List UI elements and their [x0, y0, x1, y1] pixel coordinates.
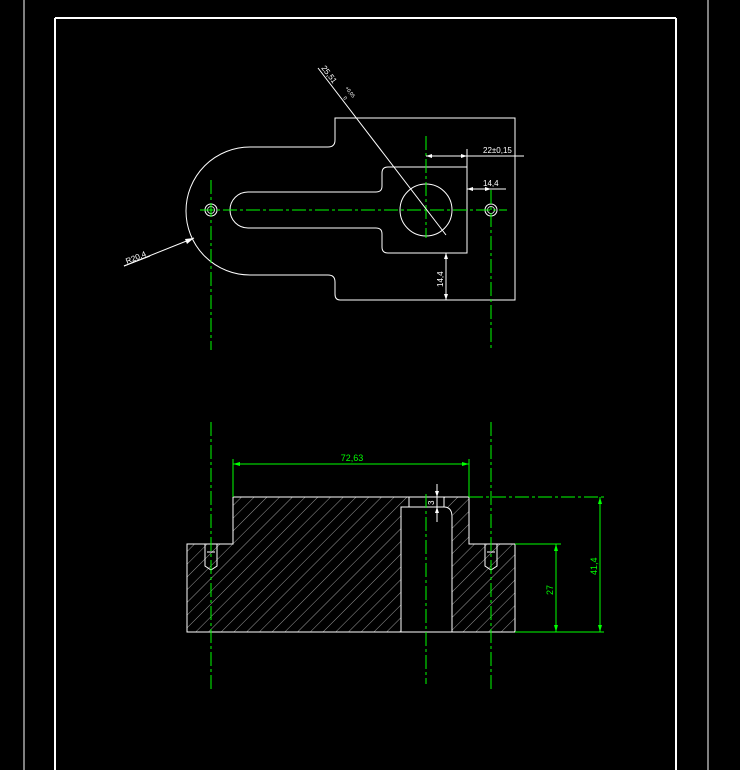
- section-outline: [186, 496, 516, 633]
- step-dimension-label: 3: [427, 500, 436, 505]
- diameter-leader: [317, 67, 447, 236]
- width-arrow-right: [461, 154, 467, 158]
- top-view-centerlines: [200, 136, 507, 350]
- offset-arrow-left: [467, 187, 473, 191]
- length-dimension-label: 72,63: [341, 453, 364, 463]
- base-height-arrow-top: [554, 544, 558, 551]
- length-arrow-right: [462, 462, 469, 466]
- total-height-arrow-bottom: [598, 625, 602, 632]
- diameter-tolerance-lower: 0: [341, 96, 348, 102]
- radius-arrow: [185, 238, 194, 244]
- length-arrow-left: [233, 462, 240, 466]
- hole-offset-dimension-label: 14,4: [483, 179, 499, 188]
- top-view-outline: [185, 117, 516, 301]
- step-arrow-top: [435, 491, 439, 497]
- width-arrow-left: [426, 154, 432, 158]
- vertical-dimension-label: 14,4: [436, 271, 445, 287]
- width-dimension-label: 22±0,15: [483, 146, 512, 155]
- section-arrows: [233, 462, 602, 632]
- section-view: 72,63 3 27 41,4: [186, 422, 604, 690]
- base-height-dimension-label: 27: [545, 585, 555, 595]
- drawing-frame: [23, 0, 709, 770]
- step-arrows: [435, 491, 439, 513]
- total-height-arrow-top: [598, 497, 602, 504]
- section-dimension-lines: [232, 459, 604, 633]
- section-bore: [400, 497, 453, 632]
- total-height-dimension-label: 41,4: [589, 557, 599, 575]
- step-arrow-bottom: [435, 507, 439, 513]
- top-view-slot: [229, 166, 468, 254]
- section-hatch-left: [187, 497, 409, 632]
- offset-arrow-right: [485, 187, 491, 191]
- radius-text-underline: [123, 255, 151, 267]
- vertical-arrow-top: [444, 253, 448, 259]
- top-view-arrows: [185, 154, 491, 300]
- vertical-arrow-bottom: [444, 294, 448, 300]
- base-height-arrow-bottom: [554, 625, 558, 632]
- section-hatch-right: [444, 497, 515, 632]
- section-centerlines: [210, 422, 492, 690]
